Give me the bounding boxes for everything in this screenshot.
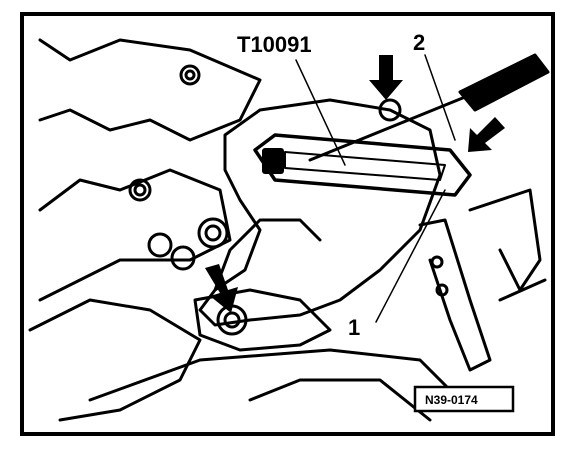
support-rail-right: [418, 218, 492, 372]
frame-rail: [88, 348, 462, 402]
bolt-pair-2: [170, 245, 196, 271]
leader-2: [424, 54, 456, 141]
leader-1: [375, 189, 446, 323]
mount-bracket: [198, 98, 442, 327]
locking-tool-plate: [253, 133, 472, 197]
figure-frame: [20, 12, 555, 436]
housing-outline-left: [38, 38, 262, 142]
callout-1: 1: [348, 315, 360, 340]
pointer-arrows: [205, 55, 505, 313]
leader-tool: [295, 59, 346, 166]
support-rail-right-2: [468, 188, 542, 292]
callout-2: 2: [413, 30, 425, 55]
frame-rail-2: [248, 378, 432, 422]
arrow-top-bolt: [369, 55, 403, 100]
arrow-lower-bolt: [205, 264, 238, 313]
mount-bracket-foot: [193, 288, 332, 352]
line-art: [28, 38, 550, 422]
bolt-bracket-bottom-inner: [223, 311, 241, 329]
mount-bracket-arm: [213, 218, 322, 292]
bolt-bracket-top: [197, 217, 229, 249]
support-rail-right-3: [498, 278, 547, 302]
bolt-bracket-top-inner: [204, 224, 222, 242]
bolt-left-inner: [133, 183, 147, 197]
bolt-upper-right: [378, 98, 402, 122]
housing-base: [28, 298, 202, 422]
housing-outline-lower: [38, 168, 232, 302]
rail-hole-1: [430, 255, 444, 269]
reference-code: N39-0174: [425, 393, 478, 407]
bolt-upper-left-inner: [184, 69, 196, 81]
bolt-pair-1: [147, 232, 173, 258]
locking-tool-end-cap: [262, 148, 284, 174]
reference-code-box: [413, 385, 515, 413]
bolt-left: [128, 178, 152, 202]
rail-hole-2: [435, 283, 449, 297]
locking-tool-slot: [284, 151, 446, 181]
bolt-upper-left: [179, 64, 201, 86]
tool-label: T10091: [237, 32, 312, 57]
arrow-right-bolt: [468, 117, 505, 152]
screwdriver-handle: [458, 53, 550, 112]
